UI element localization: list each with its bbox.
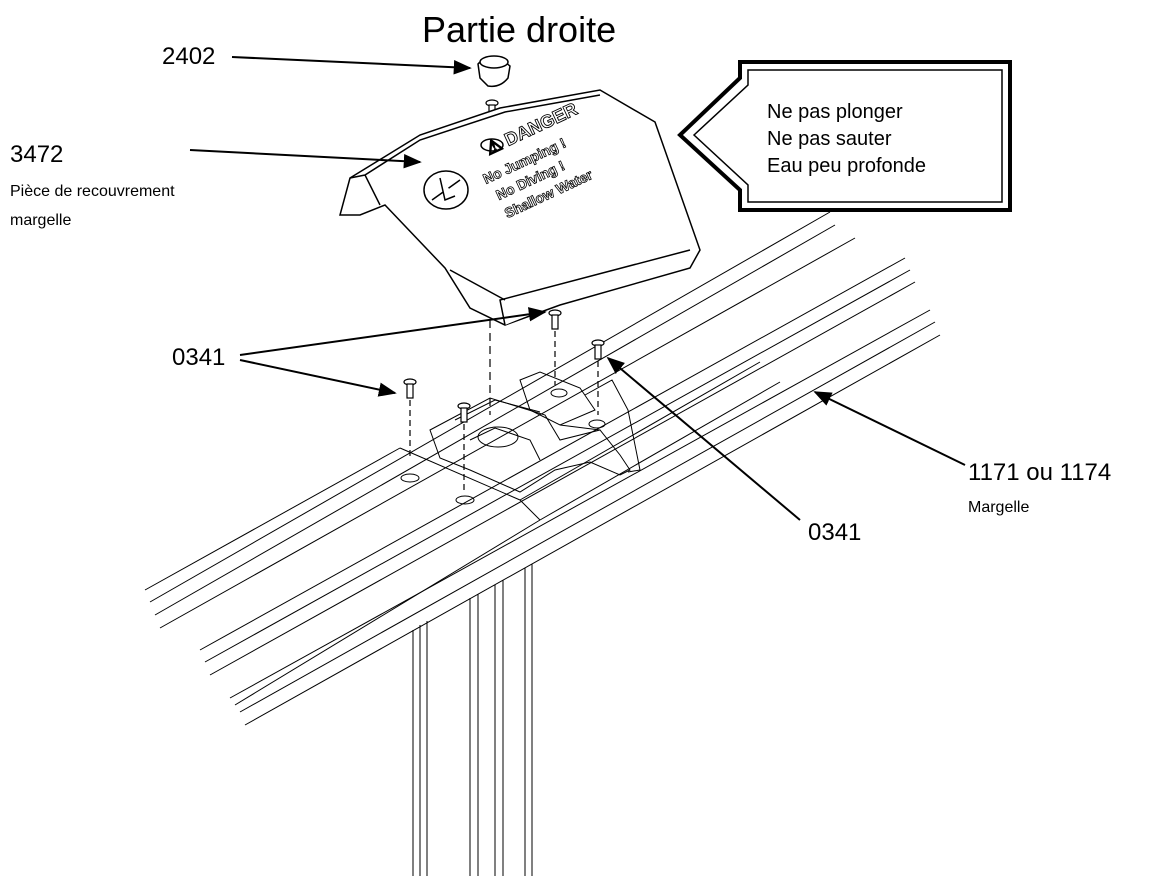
rail-margelle: [144, 211, 941, 876]
screw-icon: [403, 378, 417, 460]
label-cover-name-2: margelle: [10, 212, 71, 229]
label-cover-3472: 3472: [10, 141, 63, 168]
label-rail-part: 1171 ou 1174: [968, 459, 1111, 486]
diagram-title: Partie droite: [422, 9, 616, 50]
screw-icon: [457, 402, 471, 490]
label-screw-right: 0341: [808, 519, 861, 546]
callout-line2: Ne pas sauter: [767, 128, 892, 150]
warning-callout: Ne pas plonger Ne pas sauter Eau peu pro…: [677, 60, 1012, 212]
leader-lines: [189, 56, 966, 521]
callout-line3: Eau peu profonde: [767, 155, 926, 177]
screw-icon: [548, 309, 562, 385]
label-rail-name: Margelle: [968, 499, 1029, 516]
label-screw-left: 0341: [172, 344, 225, 371]
label-cover-name-1: Pièce de recouvrement: [10, 183, 175, 200]
labels: Partie droite 2402 3472 Pièce de recouvr…: [10, 9, 1111, 546]
label-cap-2402: 2402: [162, 43, 215, 70]
screw-icon: [591, 339, 605, 415]
cap-2402: [477, 55, 511, 88]
cover-piece-3472: [339, 89, 701, 326]
callout-line1: Ne pas plonger: [767, 101, 903, 123]
